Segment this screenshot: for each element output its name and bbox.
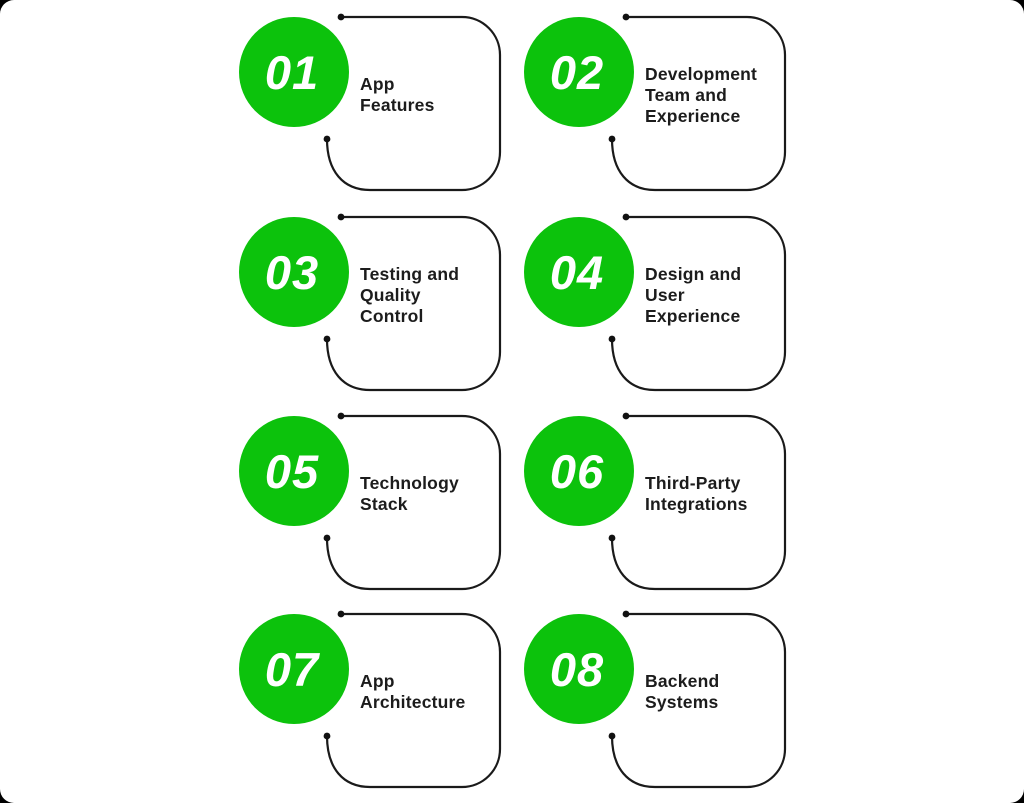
- connector-dot-top: [337, 610, 345, 618]
- step-label: Design and User Experience: [645, 248, 793, 342]
- step-number: 04: [549, 245, 605, 299]
- step-label: App Features: [360, 48, 508, 142]
- step-label-line: Development: [645, 63, 758, 84]
- step-item-06: 06 Third-Party Integrations: [515, 407, 795, 602]
- step-label-line: Control: [360, 305, 424, 326]
- step-number: 07: [264, 642, 320, 696]
- connector-line: [325, 15, 502, 192]
- step-label: Backend Systems: [645, 645, 793, 739]
- connector-outline: [323, 13, 502, 192]
- connector-dot-top: [622, 213, 630, 221]
- step-number-badge: 02: [524, 17, 634, 127]
- connector-line: [325, 612, 502, 789]
- step-number-badge: 06: [524, 416, 634, 526]
- connector-outline: [323, 610, 502, 789]
- step-label-line: Team and: [645, 84, 727, 105]
- connector-outline: [608, 610, 787, 789]
- step-number: 08: [549, 642, 605, 696]
- step-label-line: Technology: [360, 473, 459, 493]
- connector-dot-bottom: [608, 135, 616, 143]
- step-label: App Architecture: [360, 645, 508, 739]
- step-item-07: 07 App Architecture: [230, 605, 510, 800]
- step-number-badge: 08: [524, 614, 634, 724]
- connector-dot-top: [337, 13, 345, 21]
- step-label-line: Experience: [645, 305, 741, 326]
- step-number: 01: [264, 45, 320, 99]
- connector-line: [610, 15, 787, 192]
- step-number-badge: 07: [239, 614, 349, 724]
- step-label-line: Quality: [360, 284, 421, 305]
- connector-dot-top: [622, 412, 630, 420]
- step-item-03: 03 Testing and Quality Control: [230, 208, 510, 403]
- step-label-line: Design and: [645, 263, 742, 284]
- connector-outline: [323, 412, 502, 591]
- step-number: 02: [549, 45, 605, 99]
- step-label-line: Architecture: [360, 692, 466, 712]
- step-item-01: 01 App Features: [230, 8, 510, 203]
- step-item-02: 02 Development Team and Experience: [515, 8, 795, 203]
- step-item-05: 05 Technology Stack: [230, 407, 510, 602]
- step-label: Testing and Quality Control: [360, 248, 508, 342]
- step-label-line: App: [360, 671, 395, 691]
- step-number-badge: 03: [239, 217, 349, 327]
- connector-line: [610, 215, 787, 392]
- step-label-line: Third-Party: [645, 473, 741, 493]
- connector-line: [325, 414, 502, 591]
- connector-dot-top: [337, 213, 345, 221]
- step-item-08: 08 Backend Systems: [515, 605, 795, 800]
- connector-dot-top: [622, 13, 630, 21]
- step-label-line: Backend: [645, 671, 720, 691]
- step-label: Third-Party Integrations: [645, 447, 793, 541]
- step-label-line: Experience: [645, 105, 741, 126]
- connector-dot-bottom: [608, 335, 616, 343]
- step-label: Development Team and Experience: [645, 48, 793, 142]
- connector-dot-bottom: [323, 335, 331, 343]
- connector-outline: [608, 213, 787, 392]
- connector-dot-top: [337, 412, 345, 420]
- connector-outline: [608, 412, 787, 591]
- step-label-line: Features: [360, 95, 435, 115]
- connector-dot-bottom: [323, 732, 331, 740]
- connector-dot-bottom: [608, 732, 616, 740]
- step-label-line: Testing and: [360, 263, 460, 284]
- connector-dot-top: [622, 610, 630, 618]
- step-label-line: Systems: [645, 692, 719, 712]
- connector-line: [325, 215, 502, 392]
- step-label-line: Integrations: [645, 494, 748, 514]
- step-number: 05: [264, 444, 320, 498]
- step-label-line: App: [360, 74, 395, 94]
- connector-outline: [323, 213, 502, 392]
- step-label: Technology Stack: [360, 447, 508, 541]
- step-number-badge: 04: [524, 217, 634, 327]
- connector-line: [610, 414, 787, 591]
- step-label-line: User: [645, 284, 685, 305]
- connector-dot-bottom: [323, 135, 331, 143]
- step-number-badge: 01: [239, 17, 349, 127]
- connector-dot-bottom: [323, 534, 331, 542]
- step-number: 03: [264, 245, 320, 299]
- connector-line: [610, 612, 787, 789]
- connector-dot-bottom: [608, 534, 616, 542]
- step-item-04: 04 Design and User Experience: [515, 208, 795, 403]
- step-number-badge: 05: [239, 416, 349, 526]
- step-label-line: Stack: [360, 494, 408, 514]
- connector-outline: [608, 13, 787, 192]
- step-number: 06: [549, 444, 605, 498]
